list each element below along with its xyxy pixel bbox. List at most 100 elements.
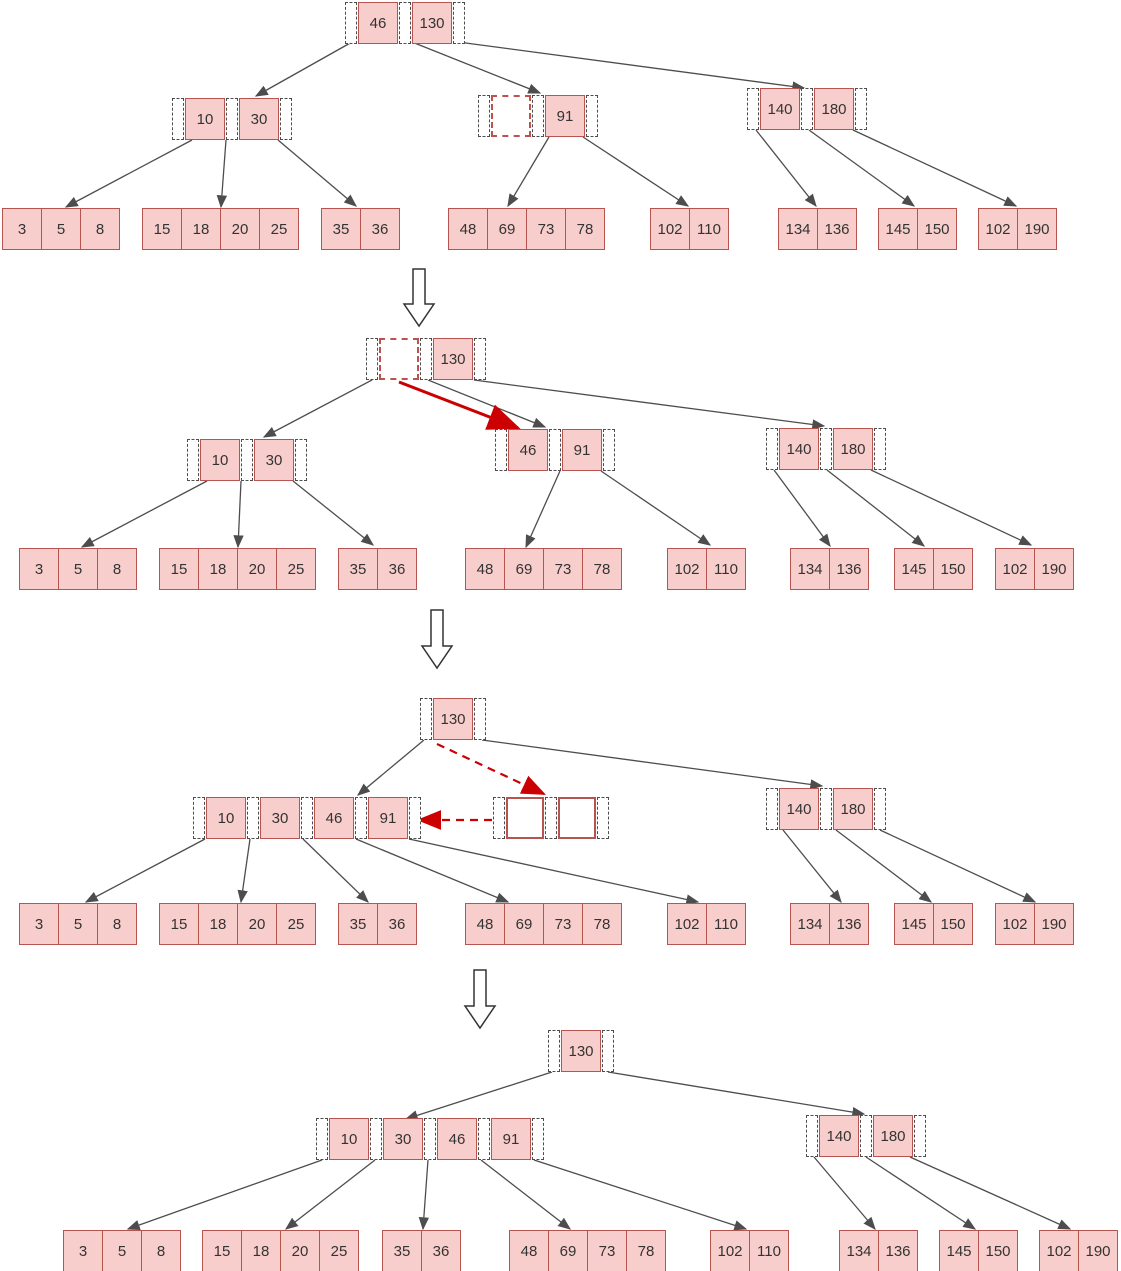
tree-edge xyxy=(533,1159,748,1231)
leaf-value-cell: 136 xyxy=(829,903,869,945)
key-cell: 91 xyxy=(491,1118,531,1160)
child-pointer-slot xyxy=(474,338,486,380)
child-pointer-slot xyxy=(295,439,307,481)
internal-node-s4-root: 130 xyxy=(548,1030,614,1072)
stage-transition-arrow xyxy=(402,268,436,328)
leaf-value-cell: 110 xyxy=(706,903,746,945)
leaf-value-cell: 102 xyxy=(667,903,707,945)
leaf-value-cell: 73 xyxy=(526,208,566,250)
leaf-value-cell: 134 xyxy=(839,1230,879,1271)
leaf-value-cell: 36 xyxy=(377,903,417,945)
tree-edge xyxy=(418,1159,430,1231)
tree-edge xyxy=(870,469,1033,546)
leaf-value-cell: 136 xyxy=(878,1230,918,1271)
leaf-value-cell: 5 xyxy=(58,548,98,590)
tree-edge xyxy=(302,838,369,903)
leaf-value-cell: 102 xyxy=(710,1230,750,1271)
leaf-value-cell: 78 xyxy=(582,903,622,945)
leaf-value-cell: 20 xyxy=(280,1230,320,1271)
leaf-value-cell: 69 xyxy=(487,208,527,250)
leaf-value-cell: 8 xyxy=(97,548,137,590)
child-pointer-slot xyxy=(597,797,609,839)
tree-edge xyxy=(126,1159,323,1230)
leaf-value-cell: 5 xyxy=(102,1230,142,1271)
leaf-value-cell: 102 xyxy=(650,208,690,250)
key-cell: 46 xyxy=(358,2,398,44)
leaf-value-cell: 25 xyxy=(319,1230,359,1271)
child-pointer-slot xyxy=(493,797,505,839)
leaf-value-cell: 35 xyxy=(382,1230,422,1271)
key-move-arrow xyxy=(398,380,521,430)
tree-edge xyxy=(473,379,826,430)
leaf-value-cell: 102 xyxy=(667,548,707,590)
key-cell: 91 xyxy=(562,429,602,471)
empty-key-cell xyxy=(558,797,596,839)
tree-edge xyxy=(411,41,542,94)
key-cell: 91 xyxy=(368,797,408,839)
child-pointer-slot xyxy=(495,429,507,471)
key-cell: 91 xyxy=(545,95,585,137)
leaf-value-cell: 35 xyxy=(338,548,378,590)
child-pointer-slot xyxy=(820,428,832,470)
merge-arrow xyxy=(436,743,546,795)
child-pointer-slot xyxy=(545,797,557,839)
leaf-value-cell: 145 xyxy=(894,903,934,945)
leaf-value-cell: 18 xyxy=(198,903,238,945)
tree-edge xyxy=(773,469,831,548)
leaf-value-cell: 110 xyxy=(706,548,746,590)
key-cell: 180 xyxy=(833,428,873,470)
leaf-value-cell: 35 xyxy=(338,903,378,945)
internal-node-s1-n2: 91 xyxy=(478,95,598,137)
tree-edge xyxy=(480,1159,572,1230)
tree-edge xyxy=(427,379,547,428)
leaf-value-cell: 25 xyxy=(259,208,299,250)
tree-edge xyxy=(826,469,926,547)
tree-edge xyxy=(607,1071,866,1118)
key-cell: 130 xyxy=(433,338,473,380)
tree-edge xyxy=(865,1156,977,1230)
leaf-value-cell: 145 xyxy=(939,1230,979,1271)
leaf-value-cell: 78 xyxy=(565,208,605,250)
tree-edge xyxy=(284,1159,376,1230)
key-cell: 30 xyxy=(254,439,294,481)
leaf-value-cell: 48 xyxy=(465,903,505,945)
key-cell: 130 xyxy=(561,1030,601,1072)
tree-edge xyxy=(408,838,700,905)
leaf-value-cell: 73 xyxy=(543,548,583,590)
tree-edge xyxy=(404,1071,553,1121)
child-pointer-slot xyxy=(914,1115,926,1157)
leaf-value-cell: 78 xyxy=(582,548,622,590)
leaf-value-cell: 69 xyxy=(504,903,544,945)
leaf-value-cell: 25 xyxy=(276,903,316,945)
tree-edge xyxy=(237,838,251,904)
child-pointer-slot xyxy=(241,439,253,481)
key-cell: 30 xyxy=(239,98,279,140)
child-pointer-slot xyxy=(409,797,421,839)
stage-transition-arrow xyxy=(420,609,454,670)
tree-edge xyxy=(879,829,1037,903)
leaf-value-cell: 5 xyxy=(41,208,81,250)
tree-edge xyxy=(457,41,806,92)
leaf-value-cell: 48 xyxy=(509,1230,549,1271)
child-pointer-slot xyxy=(747,88,759,130)
child-pointer-slot xyxy=(548,1030,560,1072)
child-pointer-slot xyxy=(766,428,778,470)
child-pointer-slot xyxy=(478,1118,490,1160)
tree-edge xyxy=(277,139,357,207)
